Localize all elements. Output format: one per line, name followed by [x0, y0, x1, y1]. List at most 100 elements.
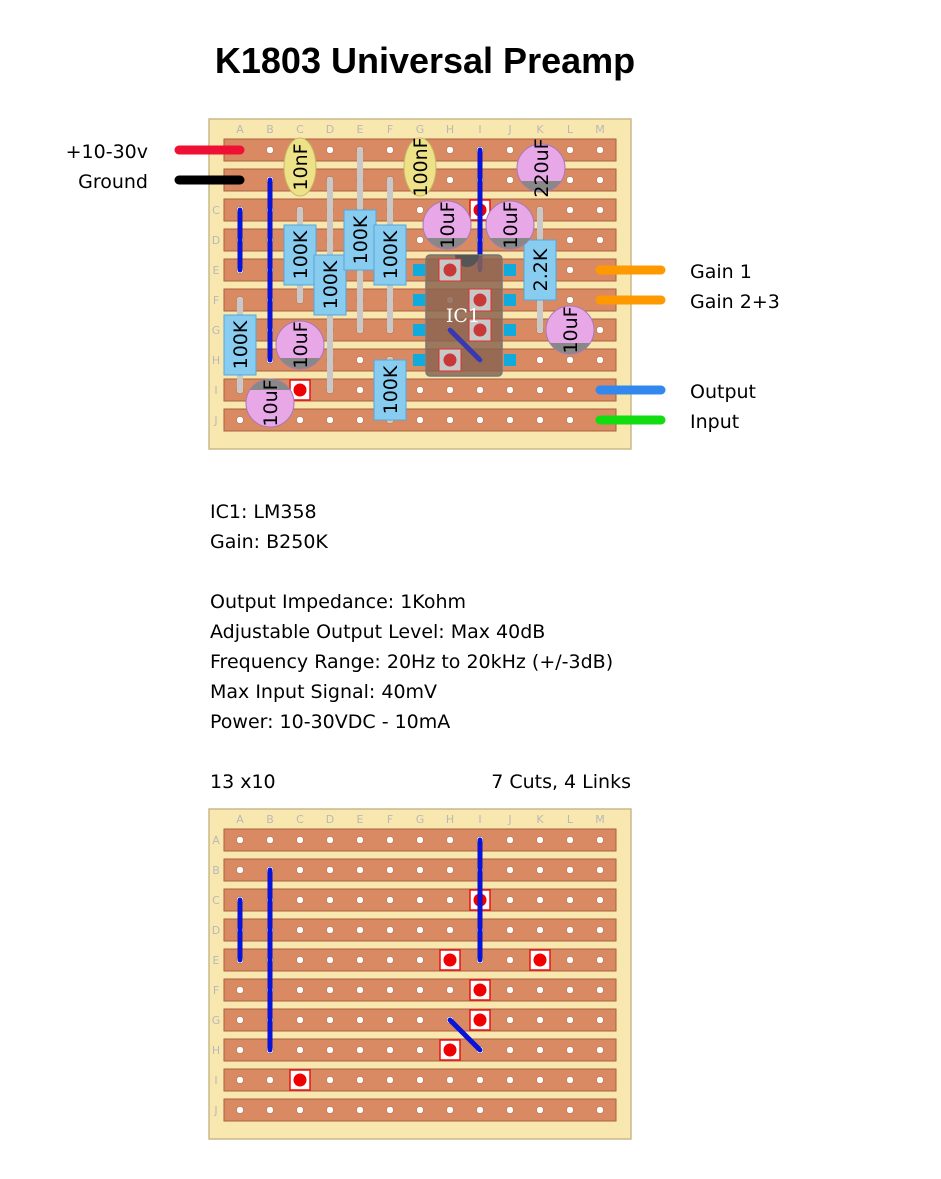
strip-hole [536, 866, 544, 874]
electrolytic-capacitor [545, 305, 595, 355]
strip-hole [296, 926, 304, 934]
strip-hole [506, 866, 514, 874]
strip-hole [266, 836, 274, 844]
strip-hole [386, 986, 394, 994]
resistor-value: 100K [290, 230, 312, 279]
resistor-value: 100K [320, 260, 342, 309]
strip-hole [386, 866, 394, 874]
strip-hole [446, 986, 454, 994]
column-label: C [296, 813, 304, 826]
strip-hole [236, 1016, 244, 1024]
row-label: J [213, 1104, 217, 1117]
strip-hole [476, 386, 484, 394]
capacitor-polarity-stripe [521, 181, 561, 192]
cuts-links: 7 Cuts, 4 Links [491, 771, 631, 793]
strip-hole [596, 206, 604, 214]
strip-hole [566, 956, 574, 964]
strip-hole [566, 866, 574, 874]
strip-hole [506, 956, 514, 964]
strip-hole [296, 1106, 304, 1114]
note-impedance: Output Impedance: 1Kohm [210, 591, 466, 613]
strip-hole [596, 986, 604, 994]
strip-hole [296, 986, 304, 994]
strip-hole [416, 416, 424, 424]
strip-hole [446, 416, 454, 424]
strip-hole [386, 926, 394, 934]
column-label: E [357, 123, 364, 136]
strip-hole [596, 1016, 604, 1024]
strip-hole [356, 1016, 364, 1024]
column-label: G [416, 123, 425, 136]
strip-hole [566, 356, 574, 364]
strip-hole [566, 926, 574, 934]
row-label: G [212, 324, 221, 337]
strip-hole [416, 956, 424, 964]
strip-hole [416, 1016, 424, 1024]
strip-hole [326, 416, 334, 424]
strip-hole [596, 896, 604, 904]
strip-hole [536, 386, 544, 394]
strip-hole [446, 866, 454, 874]
strip-hole [566, 296, 574, 304]
strip-hole [476, 416, 484, 424]
strip-hole [326, 836, 334, 844]
capacitor-value: 10uF [500, 201, 522, 248]
column-label: E [357, 813, 364, 826]
strip-hole [566, 1016, 574, 1024]
strip-hole [326, 1106, 334, 1114]
strip-hole [236, 836, 244, 844]
strip-hole [566, 266, 574, 274]
row-label: C [212, 204, 220, 217]
electrolytic-capacitor [275, 320, 325, 370]
strip-hole [506, 836, 514, 844]
note-input-signal: Max Input Signal: 40mV [210, 681, 438, 703]
strip-hole [296, 416, 304, 424]
strip-hole [386, 1046, 394, 1054]
column-label: K [536, 813, 544, 826]
label-gain1: Gain 1 [690, 261, 752, 283]
row-label: H [212, 354, 220, 367]
row-label: I [214, 1074, 217, 1087]
strip-hole [506, 1106, 514, 1114]
strip-hole [596, 866, 604, 874]
resistor-value: 100K [230, 320, 252, 369]
column-label: B [266, 123, 274, 136]
strip-hole [356, 986, 364, 994]
column-label: D [326, 813, 334, 826]
strip-hole [536, 896, 544, 904]
column-label: F [387, 123, 393, 136]
capacitor-polarity-stripe [250, 379, 290, 390]
row-label: E [213, 954, 220, 967]
wire-link [447, 1017, 483, 1053]
row-label: G [212, 1014, 221, 1027]
ic1-cut-dot [473, 323, 487, 337]
column-label: M [595, 123, 605, 136]
resistor-value: 100K [350, 215, 372, 264]
strip-hole [566, 836, 574, 844]
strip-hole [416, 1046, 424, 1054]
strip-hole [326, 146, 334, 154]
row-label: E [213, 264, 220, 277]
ic1-pin [413, 264, 425, 276]
strip-hole [566, 896, 574, 904]
strip-hole [416, 1076, 424, 1084]
strip-hole [596, 236, 604, 244]
strip-hole [416, 1106, 424, 1114]
strip-hole [446, 896, 454, 904]
strip-hole [596, 956, 604, 964]
resistor-value: 100K [380, 365, 402, 414]
film-capacitor-value: 10nF [290, 143, 312, 190]
strip-hole [506, 146, 514, 154]
column-label: H [446, 123, 454, 136]
resistor-body [223, 314, 257, 376]
column-label: M [595, 813, 605, 826]
strip-hole [536, 986, 544, 994]
strip-hole [236, 1046, 244, 1054]
strip-hole [536, 836, 544, 844]
stripboard-layout: ABCDEFGHIJKLMABCDEFGHIJ100K100K100K100K1… [208, 118, 632, 450]
strip-hole [386, 1016, 394, 1024]
resistor-body [313, 254, 347, 316]
note-frequency: Frequency Range: 20Hz to 20kHz (+/-3dB) [210, 651, 614, 673]
strip-hole [386, 836, 394, 844]
label-input: Input [690, 411, 740, 433]
